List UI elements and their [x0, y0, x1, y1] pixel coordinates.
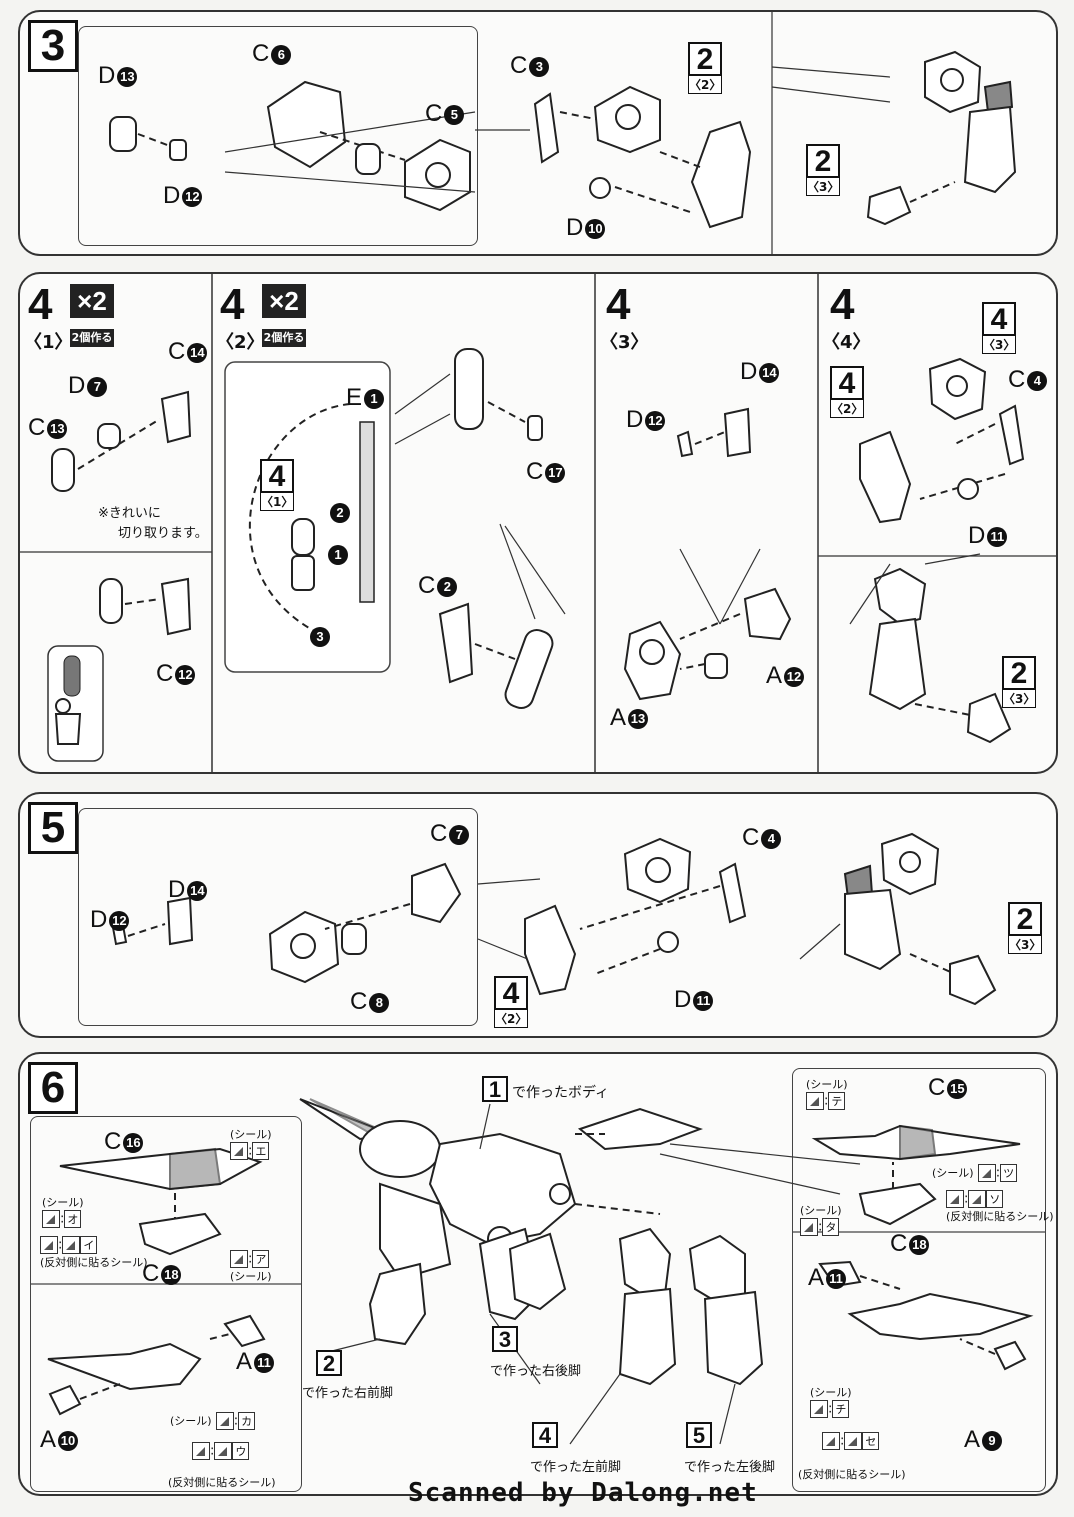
step-4-1-number: 4 [28, 280, 53, 329]
step-6-left-inset [30, 1116, 302, 1492]
step-5-number: 5 [28, 802, 78, 854]
step-6-right-inset [792, 1068, 1046, 1492]
seal-u-row: :ウ [192, 1442, 250, 1460]
step-4-1-make-two: 2個作る [70, 329, 114, 347]
step-4-2-x2-badge: ×2 [262, 284, 306, 318]
ref-1-body: 1 [482, 1076, 508, 1102]
ref-4-2: 4〈2〉 [830, 366, 865, 418]
step-4-2-make-two: 2個作る [262, 329, 306, 347]
step-4-1-x2-badge: ×2 [70, 284, 114, 318]
seal-so-row: :ソ(反対側に貼るシール) [946, 1190, 1054, 1223]
step-3-inset [78, 26, 478, 246]
step-4-3-sub: 〈3〉 [600, 332, 649, 353]
step-3-illustration [109, 12, 1017, 254]
ref-2-3-step4: 2〈3〉 [1002, 656, 1037, 708]
step-4-4-sub: 〈4〉 [822, 332, 871, 353]
ref-2-3: 2〈3〉 [806, 144, 841, 196]
seal-ta-row: (シール):タ [800, 1204, 842, 1236]
seal-tsu-row: (シール) :ツ [932, 1164, 1018, 1182]
seal-o-row: (シール):オ [42, 1196, 84, 1228]
step-4-2-sub: 〈2〉 [216, 332, 265, 353]
left-rear-leg-caption: で作った左後脚 [684, 1460, 776, 1475]
step-order-1: 1 [326, 542, 348, 566]
ref-4-2-step5: 4〈2〉 [494, 976, 529, 1028]
ref-2-right-front: 2 [316, 1350, 342, 1376]
ref-4-3: 4〈3〉 [982, 302, 1017, 354]
step-4-3-number: 4 [606, 280, 631, 329]
step-order-3: 3 [308, 624, 330, 648]
right-rear-leg-caption: で作った右後脚 [490, 1364, 582, 1379]
right-front-leg-caption: で作った右前脚 [302, 1386, 394, 1401]
ref-2-2: 2〈2〉 [688, 42, 723, 94]
seal-te-row: (シール):テ [806, 1078, 848, 1110]
opposite-seal-right-caption: (反対側に貼るシール) [798, 1468, 906, 1481]
ref-3-right-rear: 3 [492, 1326, 518, 1352]
step-order-2: 2 [328, 500, 350, 524]
scanned-by-footer: Scanned by Dalong.net [408, 1478, 758, 1508]
step-5-inset [78, 808, 478, 1026]
seal-e-row: (シール):エ [230, 1128, 272, 1160]
step-6-panel: 6 [18, 1052, 1058, 1496]
ref-4-left-front: 4 [532, 1422, 558, 1448]
step-4-4-number: 4 [830, 280, 855, 329]
seal-chi-row: (シール):チ [810, 1386, 852, 1418]
step-4-dividers [20, 274, 1056, 772]
seal-ka-row: (シール) :カ [170, 1412, 256, 1430]
step-6-illustration [30, 1098, 1046, 1445]
ref-2-3-step5: 2〈3〉 [1008, 902, 1043, 954]
seal-se-row: :セ [822, 1432, 880, 1450]
opposite-seal-left-caption: (反対側に貼るシール) [168, 1476, 276, 1489]
ref-4-1: 4〈1〉 [260, 459, 295, 511]
seal-i-row: :イ(反対側に貼るシール) [40, 1236, 148, 1269]
step-3-number: 3 [28, 20, 78, 72]
seal-a-row: :ア(シール) [230, 1250, 272, 1283]
step-4-1-sub: 〈1〉 [24, 332, 73, 353]
step-6-number: 6 [28, 1062, 78, 1114]
step-4-2-number: 4 [220, 280, 245, 329]
body-caption: で作ったボディ [512, 1085, 610, 1101]
ref-5-left-rear: 5 [686, 1422, 712, 1448]
left-front-leg-caption: で作った左前脚 [530, 1460, 622, 1475]
step-5-illustration [110, 832, 997, 1006]
cut-note-line-1: ※きれいに [98, 506, 161, 521]
cut-note-line-2: 切り取ります。 [118, 526, 208, 541]
